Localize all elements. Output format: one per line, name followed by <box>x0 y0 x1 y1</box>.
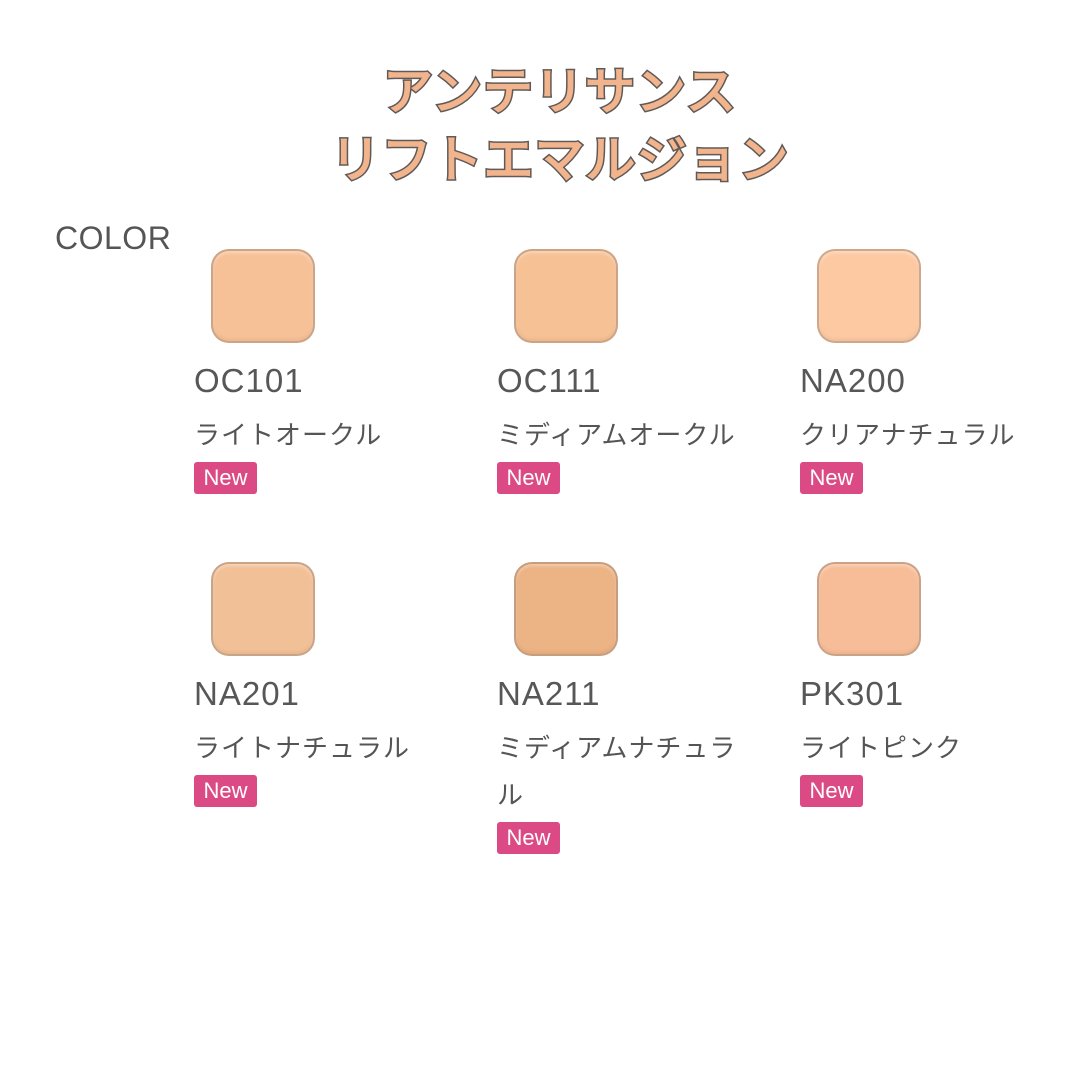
shade-code: OC101 <box>194 362 304 399</box>
color-swatch[interactable] <box>817 562 921 656</box>
shade-code: NA200 <box>800 362 906 399</box>
shade-code: OC111 <box>497 362 602 399</box>
color-swatch[interactable] <box>514 249 618 343</box>
shade-code: NA201 <box>194 675 300 712</box>
shade-name: ライトピンク <box>800 734 963 764</box>
shade-name: ライトナチュラル <box>194 734 411 764</box>
new-badge: New <box>800 775 863 807</box>
shade-code: NA211 <box>497 675 601 712</box>
color-section-label: COLOR <box>55 220 172 256</box>
product-title-line-1: アンテリサンス <box>382 62 738 123</box>
shade-name: クリアナチュラル <box>800 421 1016 451</box>
new-badge: New <box>194 462 257 494</box>
color-swatch[interactable] <box>211 562 315 656</box>
new-badge: New <box>497 822 560 854</box>
new-badge: New <box>497 462 560 494</box>
shade-name: ミディアムオークル <box>497 421 736 451</box>
new-badge: New <box>800 462 863 494</box>
shade-name: ミディアムナチュラル <box>497 734 737 811</box>
shade-name: ライトオークル <box>194 421 383 451</box>
product-title: アンテリサンス リフトエマルジョン <box>0 58 1080 194</box>
color-swatch[interactable] <box>514 562 618 656</box>
color-swatch[interactable] <box>211 249 315 343</box>
product-title-line-2: リフトエマルジョン <box>329 130 790 191</box>
shade-code: PK301 <box>800 675 905 712</box>
new-badge: New <box>194 775 257 807</box>
color-swatch[interactable] <box>817 249 921 343</box>
